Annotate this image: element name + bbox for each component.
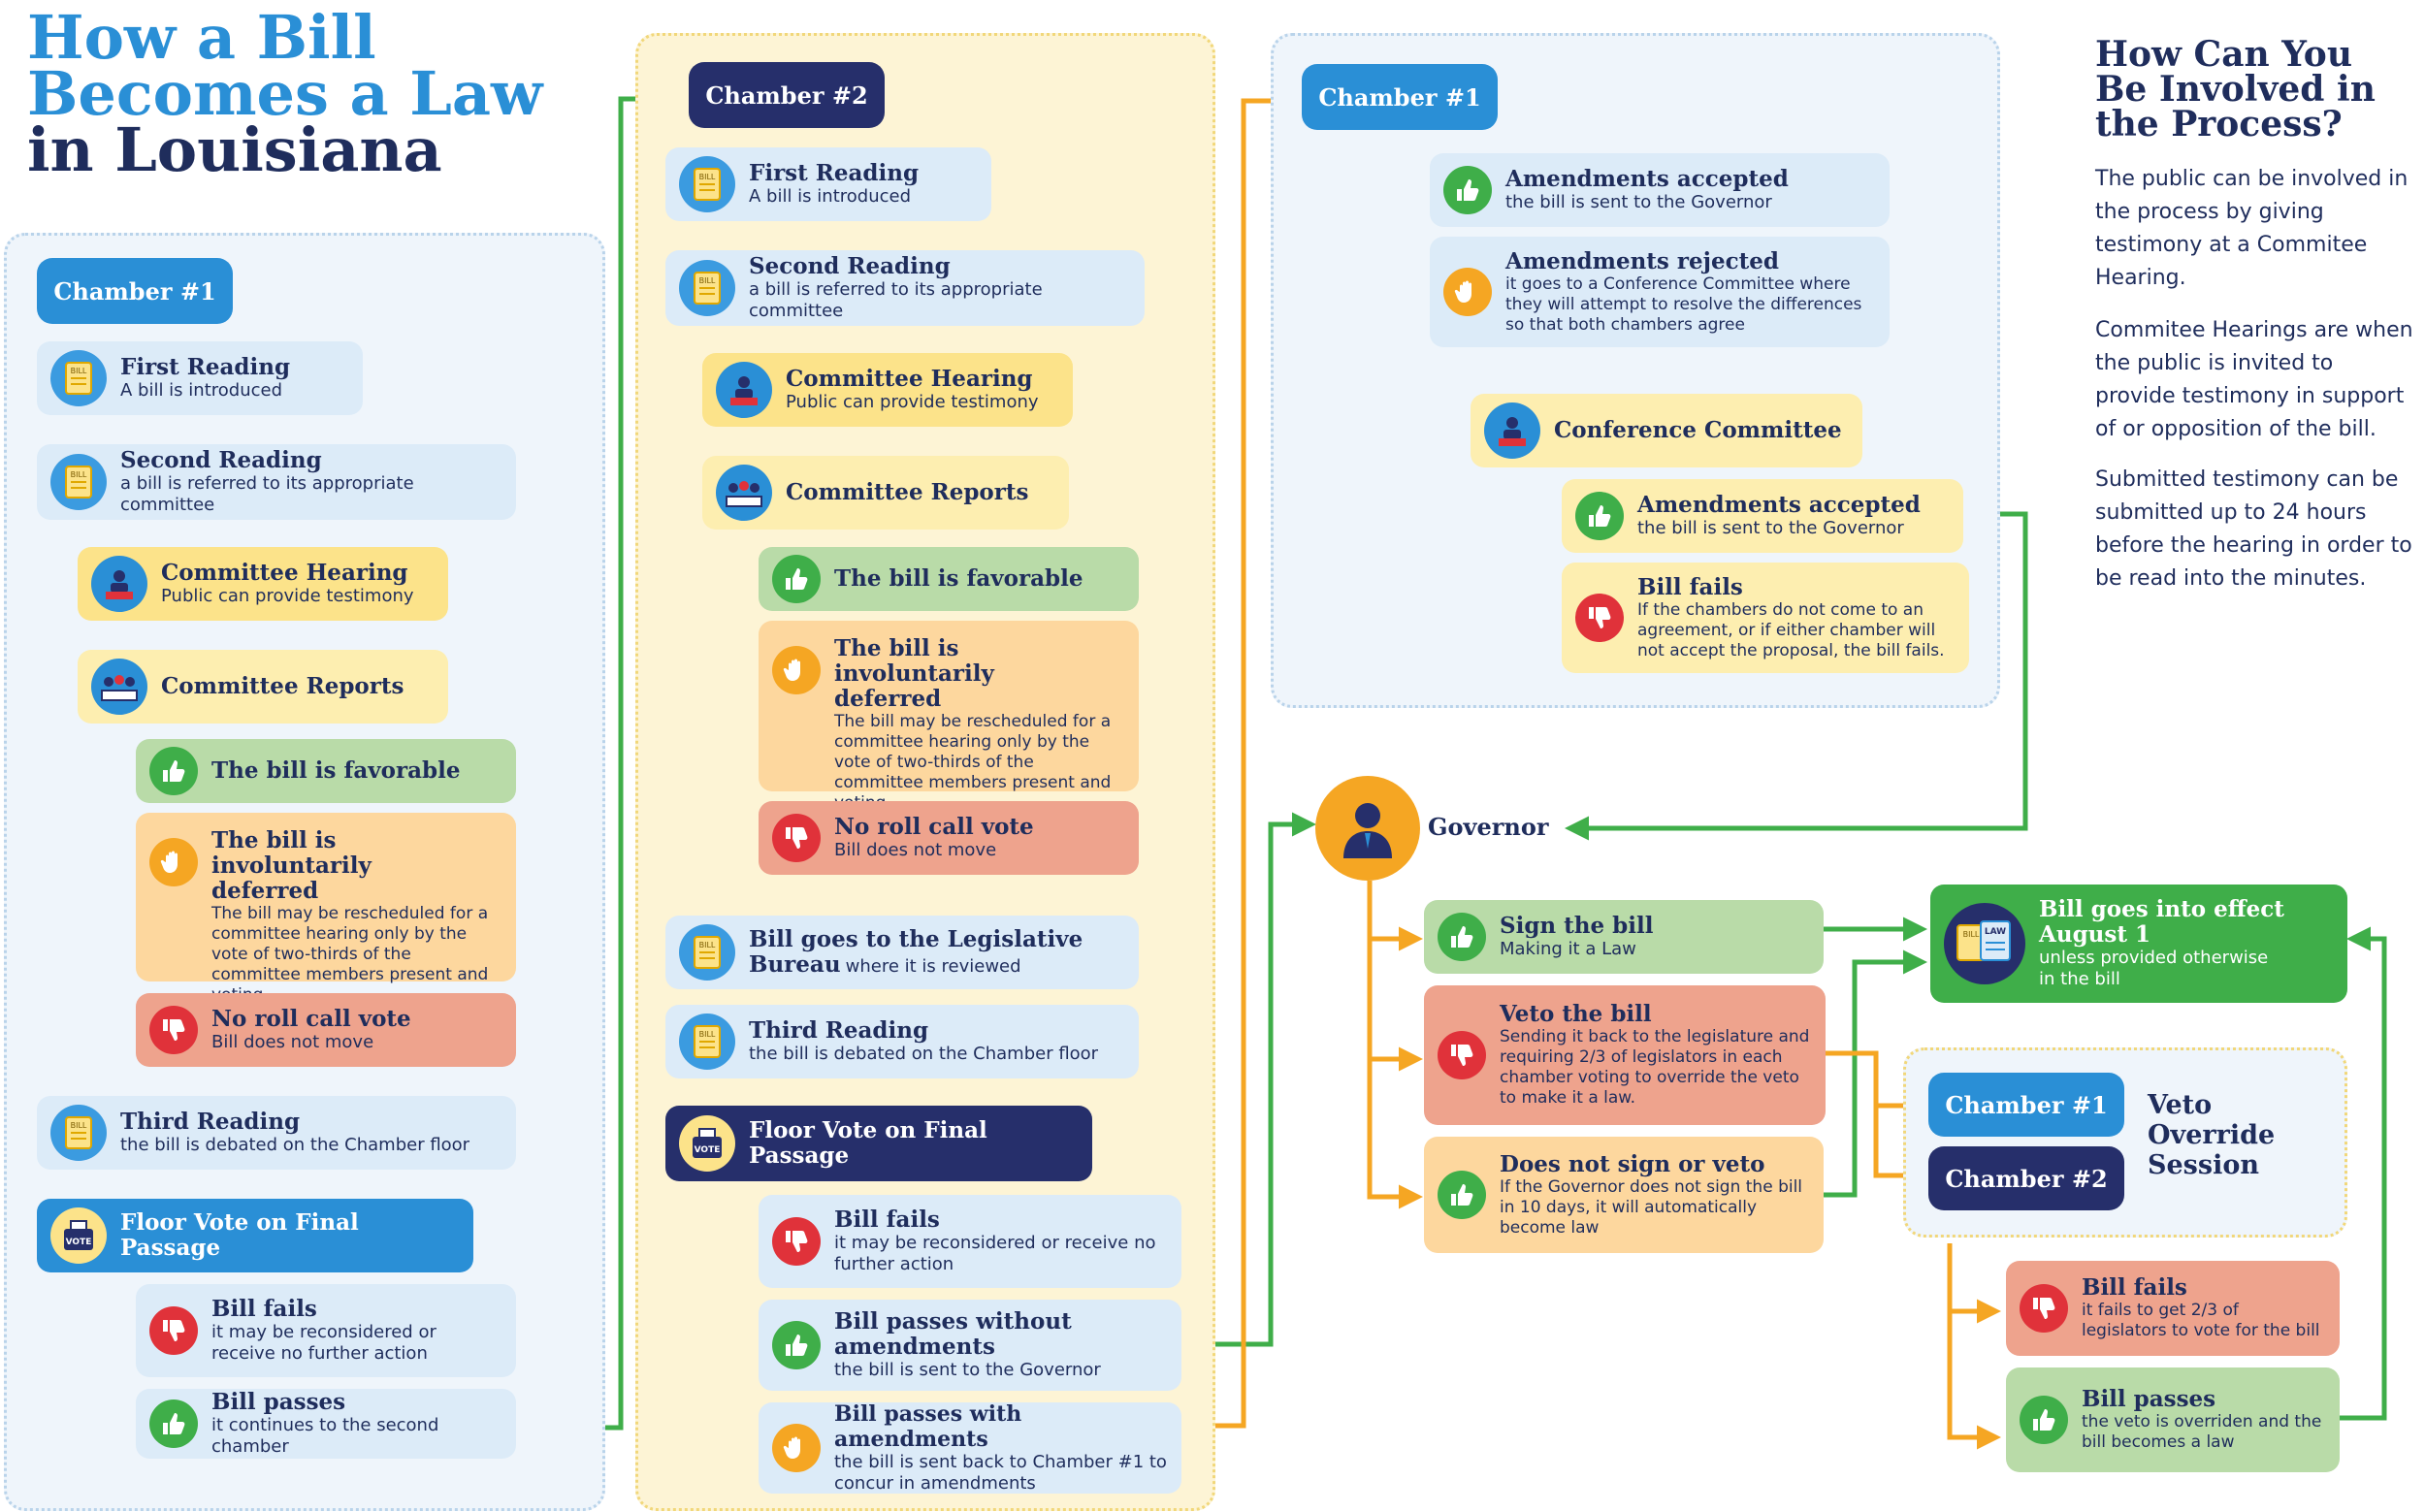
c1-floor-vote: VOTE Floor Vote on Final Passage: [37, 1199, 473, 1272]
arrow-c2-to-gov: [1181, 812, 1316, 1347]
ballot-box-icon: VOTE: [50, 1207, 107, 1264]
involved-paragraph-2: Commitee Hearings are when the public is…: [2095, 318, 2413, 441]
chamber1-pill: Chamber #1: [37, 258, 233, 324]
arrow-gov-split: [1367, 881, 1418, 1200]
thumbs-up-icon: [772, 555, 821, 603]
veto-chamber1-pill: Chamber #1: [1928, 1073, 2124, 1137]
bill-document-icon: BILL: [50, 454, 107, 510]
thumbs-up-icon: [1438, 1171, 1486, 1219]
bill-document-icon: BILL: [679, 924, 735, 981]
thumbs-up-icon: [2020, 1396, 2068, 1444]
svg-text:BILL: BILL: [699, 276, 716, 285]
bill-document-icon: BILL: [50, 1105, 107, 1161]
hand-stop-icon: [149, 838, 198, 886]
svg-text:BILL: BILL: [1963, 930, 1980, 939]
c2-legislative-bureau: BILL Bill goes to the Legislative Bureau…: [665, 916, 1139, 989]
thumbs-up-icon: [149, 747, 198, 795]
arrow-override-law: [2340, 926, 2387, 1421]
svg-text:VOTE: VOTE: [66, 1238, 92, 1247]
c2-committee-reports: Committee Reports: [702, 456, 1069, 530]
committee-hearing-icon: [1484, 402, 1540, 459]
involved-title: How Can You Be Involved in the Process?: [2095, 34, 2376, 145]
chamber1-return-pill: Chamber #1: [1302, 64, 1498, 130]
veto-override-label: Veto Override Session: [2148, 1090, 2276, 1180]
svg-text:VOTE: VOTE: [695, 1145, 721, 1155]
committee-hearing-icon: [91, 556, 147, 612]
bill-document-icon: BILL: [50, 350, 107, 406]
svg-text:BILL: BILL: [71, 367, 87, 375]
thumbs-down-icon: [149, 1006, 198, 1054]
involved-paragraph-1: The public can be involved in the proces…: [2095, 167, 2409, 290]
thumbs-down-icon: [772, 814, 821, 862]
bill-document-icon: BILL: [679, 260, 735, 316]
thumbs-down-icon: [149, 1306, 198, 1355]
thumbs-up-icon: [1575, 492, 1624, 540]
involved-paragraph-3: Submitted testimony can be submitted up …: [2095, 467, 2412, 591]
committee-reports-icon: [716, 465, 772, 521]
c3-conference-committee: Conference Committee: [1471, 394, 1862, 467]
c1-favorable: The bill is favorable: [136, 739, 516, 803]
main-title: How a Bill Becomes a Law in Louisiana: [27, 2, 543, 185]
committee-hearing-icon: [716, 362, 772, 418]
thumbs-up-icon: [1438, 913, 1486, 961]
svg-text:BILL: BILL: [699, 941, 716, 949]
ballot-box-icon: VOTE: [679, 1115, 735, 1172]
c2-floor-vote: VOTE Floor Vote on Final Passage: [665, 1106, 1092, 1181]
svg-text:BILL: BILL: [71, 470, 87, 479]
svg-text:LAW: LAW: [1985, 927, 2006, 937]
law-document-icon: BILL LAW: [1944, 903, 2025, 984]
thumbs-down-icon: [1438, 1031, 1486, 1079]
chamber2-pill: Chamber #2: [689, 62, 885, 128]
bill-document-icon: BILL: [679, 156, 735, 212]
hand-stop-icon: [772, 1424, 821, 1472]
svg-text:BILL: BILL: [71, 1121, 87, 1130]
thumbs-up-icon: [149, 1399, 198, 1448]
thumbs-down-icon: [2020, 1284, 2068, 1333]
thumbs-up-icon: [1443, 166, 1492, 214]
governor-person-icon: [1315, 776, 1420, 881]
arrow-vs-split: [1947, 1243, 1996, 1440]
svg-text:BILL: BILL: [699, 173, 716, 181]
hand-stop-icon: [772, 646, 821, 694]
thumbs-down-icon: [1575, 594, 1624, 642]
arrow-nosign-law: [1824, 949, 1927, 1198]
committee-reports-icon: [91, 659, 147, 715]
c2-favorable: The bill is favorable: [759, 547, 1139, 611]
c1-committee-reports: Committee Reports: [78, 650, 448, 724]
hand-stop-icon: [1443, 268, 1492, 316]
svg-text:BILL: BILL: [699, 1030, 716, 1039]
governor-label: Governor: [1428, 813, 1549, 841]
thumbs-up-icon: [772, 1321, 821, 1369]
thumbs-down-icon: [772, 1217, 821, 1266]
veto-chamber2-pill: Chamber #2: [1928, 1146, 2124, 1210]
bill-document-icon: BILL: [679, 1013, 735, 1070]
